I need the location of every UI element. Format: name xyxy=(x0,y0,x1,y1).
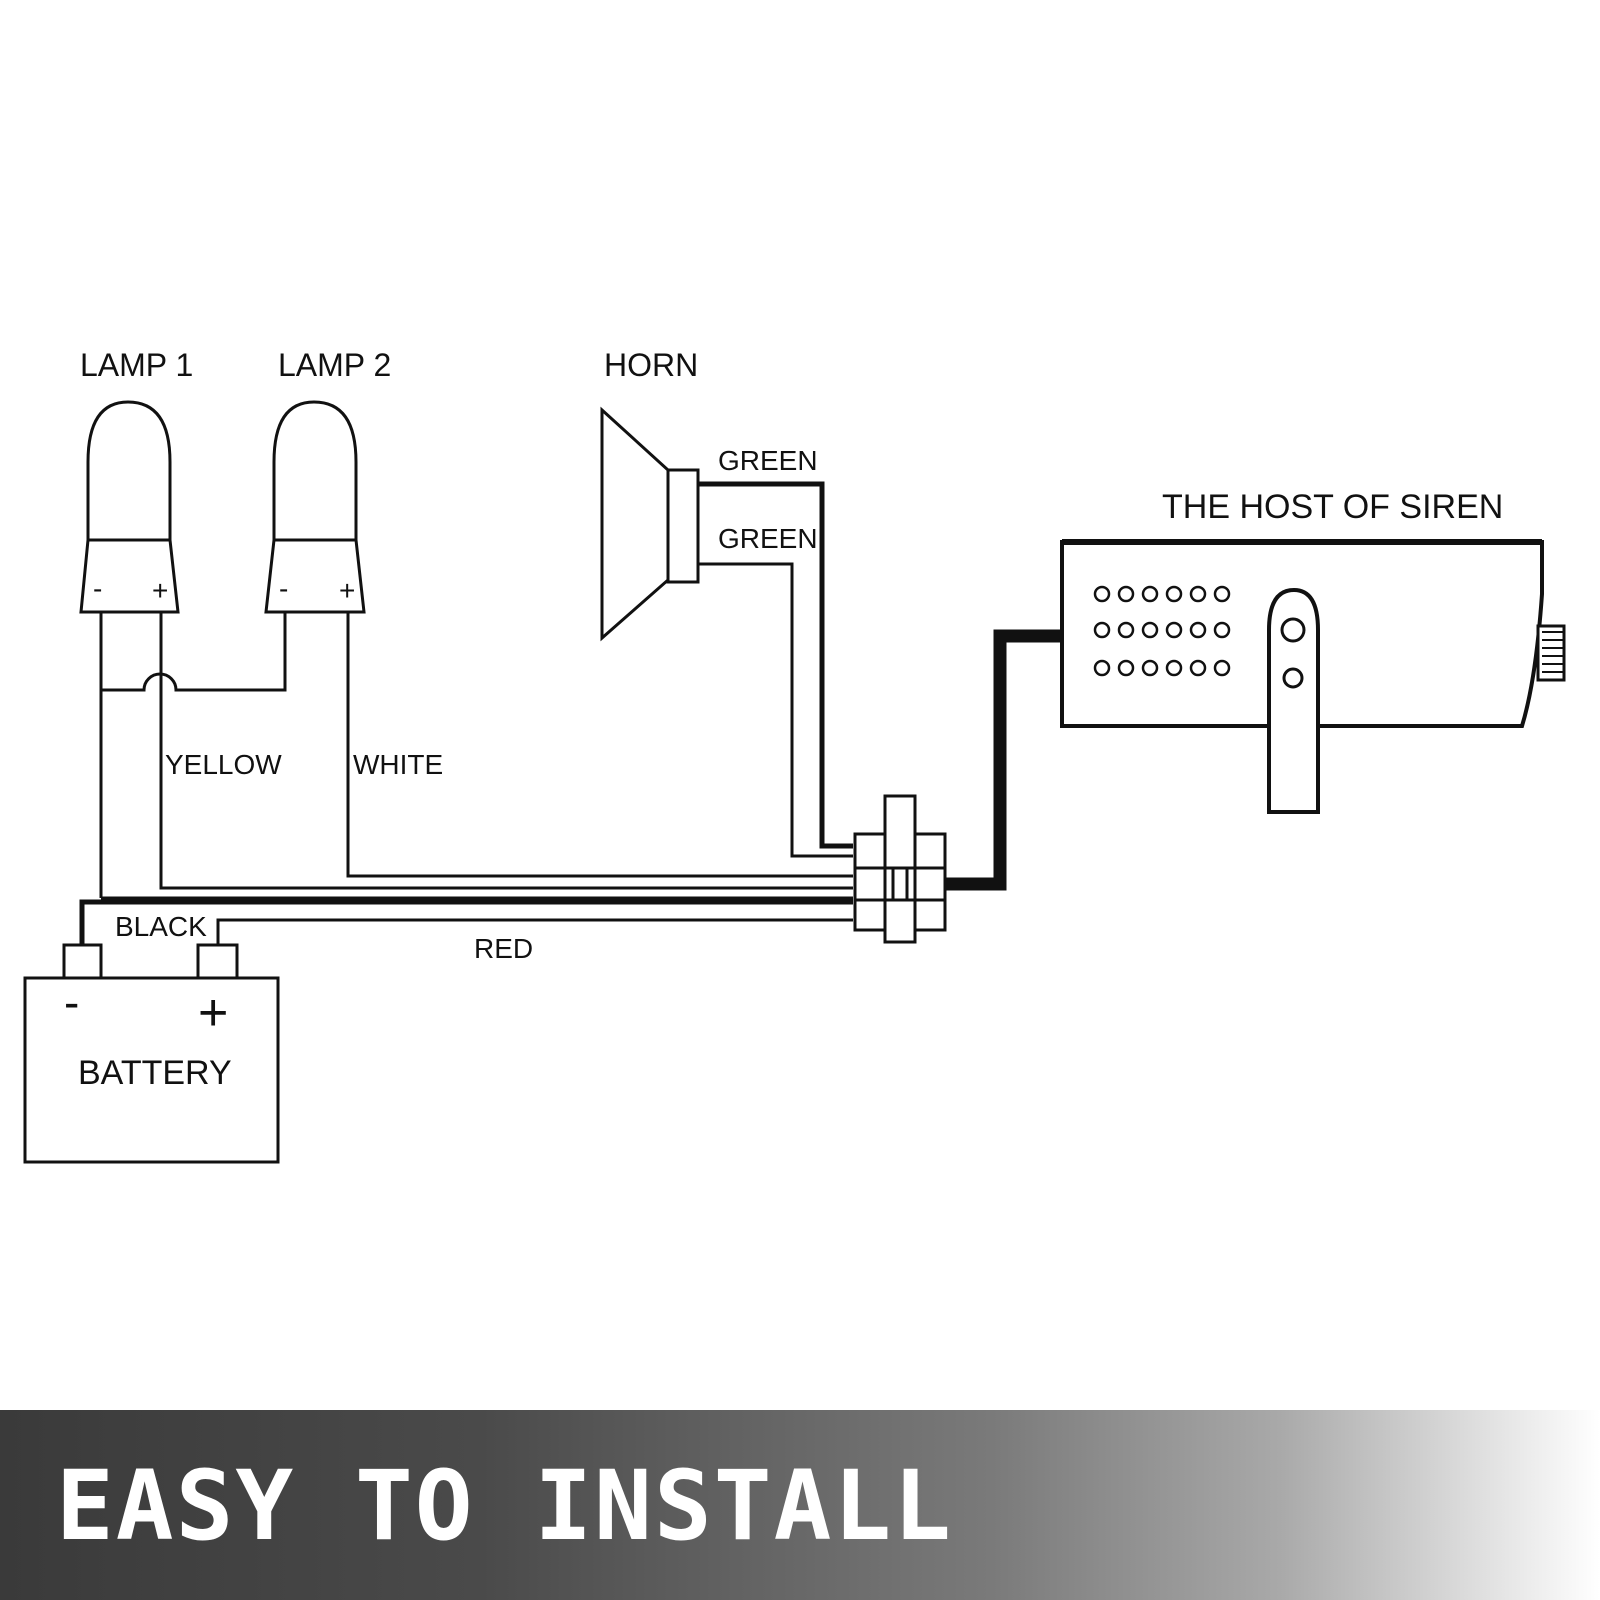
lamp-2-dome xyxy=(272,400,358,540)
siren-host-vents xyxy=(1093,585,1231,677)
lamp-wiring xyxy=(99,612,853,898)
lamp-2-label: LAMP 2 xyxy=(278,347,391,383)
lamp-1: LAMP 1 - + xyxy=(79,347,193,614)
lamp-1-plus: + xyxy=(152,575,168,606)
battery-plus: + xyxy=(198,984,228,1042)
lamp-2-plus: + xyxy=(339,575,355,606)
wire-label-white: WHITE xyxy=(353,749,443,780)
horn-label: HORN xyxy=(604,347,698,383)
banner: EASY TO INSTALL xyxy=(0,1410,1600,1600)
horn-bell xyxy=(600,406,670,642)
wire-label-black: BLACK xyxy=(115,911,207,942)
battery-positive-terminal xyxy=(196,943,239,980)
battery-minus: - xyxy=(64,976,79,1028)
bracket-hole-bottom xyxy=(1282,667,1304,689)
battery: - + BATTERY xyxy=(23,943,280,1164)
lamp-1-label: LAMP 1 xyxy=(80,347,193,383)
siren-host: THE HOST OF SIREN xyxy=(1060,488,1566,814)
lamp-2-minus: - xyxy=(279,573,288,604)
siren-host-bracket xyxy=(1267,587,1320,814)
battery-label: BATTERY xyxy=(78,1054,232,1092)
wire-label-yellow: YELLOW xyxy=(165,749,282,780)
lamp-1-dome xyxy=(86,400,172,540)
lamp-2: LAMP 2 - + xyxy=(264,347,391,614)
battery-negative-terminal xyxy=(62,943,103,980)
wire-label-green-top: GREEN xyxy=(718,445,818,476)
lamp-1-minus: - xyxy=(93,573,102,604)
lamp-2-base xyxy=(264,538,366,614)
siren-host-label: THE HOST OF SIREN xyxy=(1162,488,1503,526)
banner-title: EASY TO INSTALL xyxy=(56,1450,953,1562)
siren-cable xyxy=(945,629,1062,891)
battery-body xyxy=(23,976,280,1164)
horn: HORN xyxy=(600,347,700,642)
wire-label-red: RED xyxy=(474,933,533,964)
wire-label-green-bottom: GREEN xyxy=(718,523,818,554)
bracket-hole-top xyxy=(1280,617,1306,643)
horn-wiring xyxy=(698,481,853,858)
wiring-diagram: LAMP 1 - + LAMP 2 - + YELLOW WHITE HORN … xyxy=(23,347,1566,1164)
battery-wiring xyxy=(79,896,853,945)
lamp-1-base xyxy=(79,538,180,614)
horn-driver xyxy=(666,468,700,584)
wire-connector xyxy=(853,794,947,944)
